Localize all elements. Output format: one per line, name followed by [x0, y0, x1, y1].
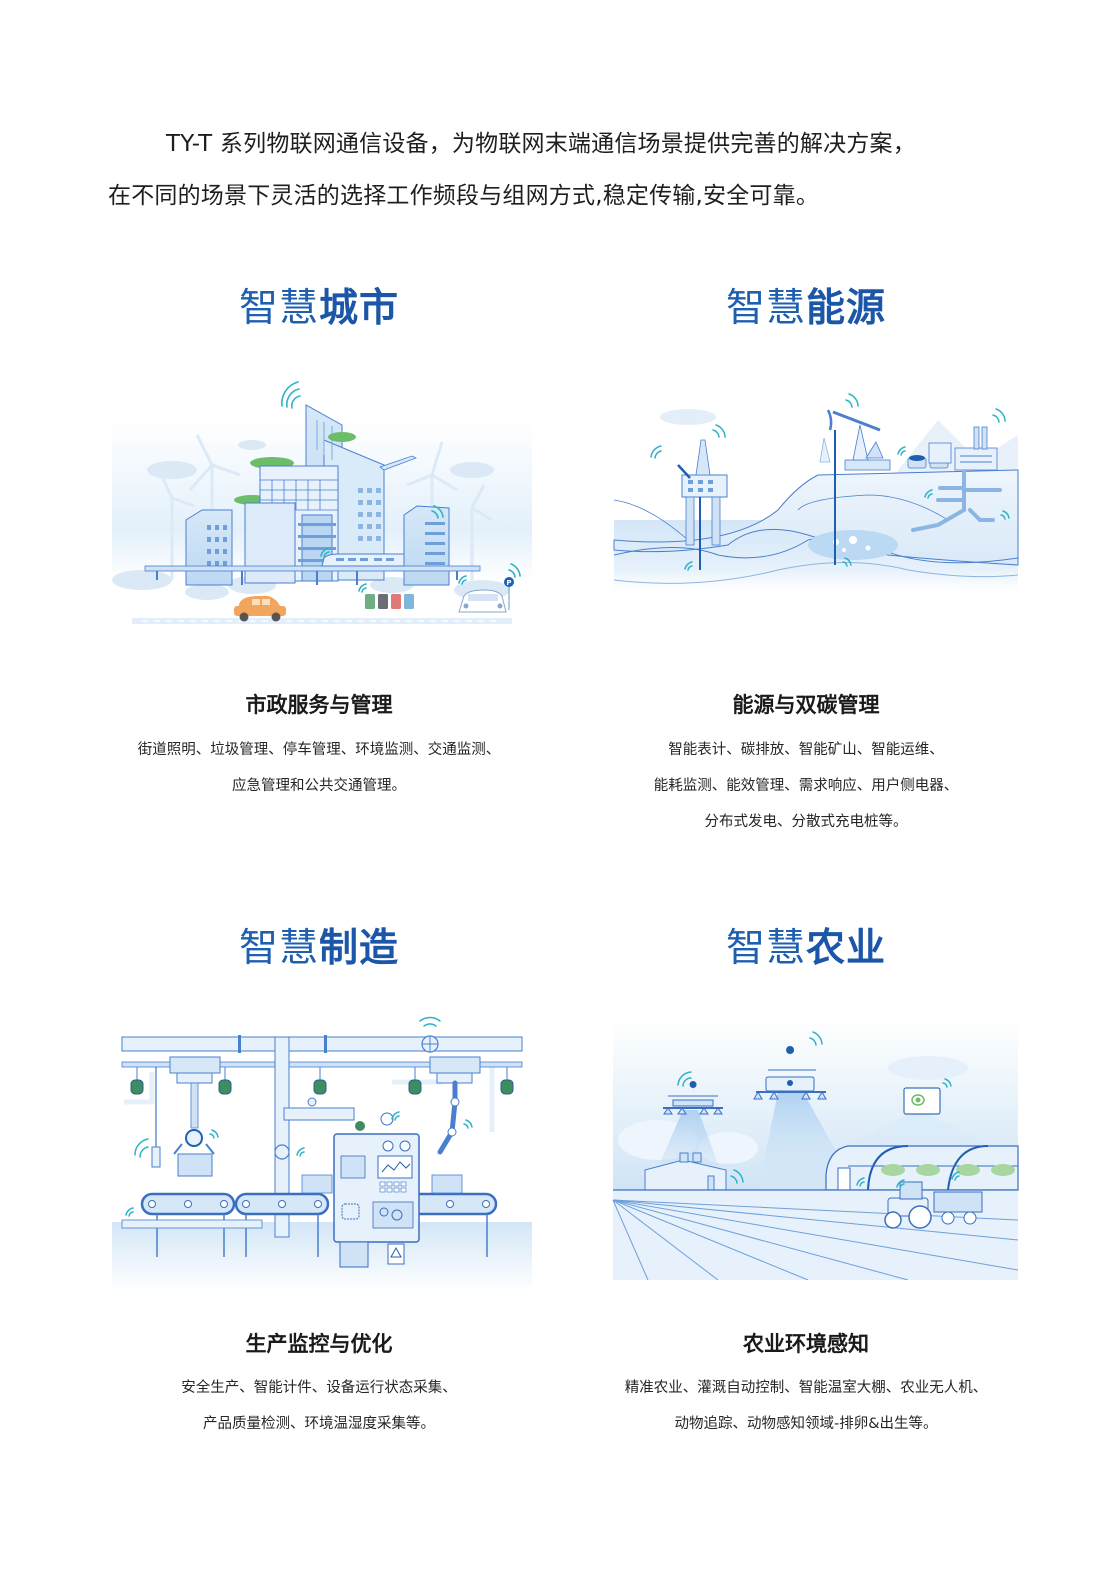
- section-title: 智慧城市: [104, 284, 534, 334]
- trash-bin-icons: [365, 594, 414, 609]
- description-line: 精准农业、灌溉自动控制、智能温室大棚、农业无人机、: [624, 1380, 988, 1396]
- mine-tunnel: [911, 470, 1002, 532]
- title-prefix: 智慧: [238, 286, 319, 331]
- section-subtitle: 农业环境感知: [743, 1332, 869, 1356]
- title-prefix: 智慧: [725, 286, 806, 331]
- description-line: 应急管理和公共交通管理。: [232, 778, 406, 794]
- section-subtitle: 市政服务与管理: [245, 693, 393, 717]
- drone-icon: [663, 1095, 723, 1115]
- parking-sign-icon: [504, 577, 514, 587]
- tablet-display-icon: [903, 1087, 941, 1115]
- wireless-signal-icon: [677, 1031, 960, 1189]
- conveyor-belt: [140, 1174, 498, 1257]
- intro-line-1: TY-T 系列物联网通信设备，为物联网末端通信场景提供完善的解决方案，: [166, 131, 916, 157]
- location-pin-icon: [689, 1081, 697, 1094]
- description-line: 安全生产、智能计件、设备运行状态采集、: [181, 1380, 457, 1396]
- intro-line-2: 在不同的场景下灵活的选择工作频段与组网方式,稳定传输,安全可靠。: [108, 183, 820, 209]
- description-line: 能耗监测、能效管理、需求响应、用户侧电器、: [653, 778, 959, 794]
- title-prefix: 智慧: [725, 926, 806, 971]
- oil-rig-icon: [677, 439, 728, 570]
- control-machine: [333, 1112, 420, 1268]
- title-suffix: 能源: [806, 286, 887, 331]
- section-title: 智慧农业: [591, 924, 1021, 974]
- description-line: 动物追踪、动物感知领域-排卵&出生等。: [674, 1416, 938, 1432]
- title-prefix: 智慧: [238, 926, 319, 971]
- description-line: 分布式发电、分散式充电桩等。: [704, 814, 908, 830]
- section-description: 智能表计、碳排放、智能矿山、智能运维、 能耗监测、能效管理、需求响应、用户侧电器…: [591, 732, 1021, 840]
- title-suffix: 城市: [319, 286, 400, 331]
- section-title: 智慧能源: [591, 284, 1021, 334]
- description-line: 街道照明、垃圾管理、停车管理、环境监测、交通监测、: [137, 742, 501, 758]
- section-description: 街道照明、垃圾管理、停车管理、环境监测、交通监测、 应急管理和公共交通管理。: [104, 732, 534, 804]
- smart-energy-illustration: [613, 393, 1019, 590]
- location-pin-icon: [786, 1046, 795, 1060]
- industrial-lamp-icon: [130, 1067, 514, 1095]
- wireless-signal-icon: [125, 1016, 473, 1217]
- description-line: 智能表计、碳排放、智能矿山、智能运维、: [668, 742, 944, 758]
- wireless-signal-icon: [281, 381, 521, 593]
- greenhouse: [825, 1145, 1019, 1191]
- title-suffix: 农业: [806, 926, 887, 971]
- car-icon: [234, 596, 286, 622]
- smart-agriculture-illustration: [612, 1020, 1019, 1280]
- intro-paragraph: TY-T 系列物联网通信设备，为物联网末端通信场景提供完善的解决方案， 在不同的…: [108, 118, 1038, 222]
- tractor-icon: [884, 1181, 983, 1229]
- smart-manufacturing-illustration: [112, 1016, 532, 1292]
- section-description: 安全生产、智能计件、设备运行状态采集、 产品质量检测、环境温湿度采集等。: [104, 1370, 534, 1442]
- section-title: 智慧制造: [104, 924, 534, 974]
- pumpjack-icon: [819, 409, 891, 565]
- title-suffix: 制造: [319, 926, 400, 971]
- factory-icon: [907, 426, 998, 471]
- section-subtitle: 能源与双碳管理: [732, 693, 880, 717]
- car-icon: [458, 589, 507, 613]
- wireless-signal-icon: [650, 393, 1010, 571]
- description-line: 产品质量检测、环境温湿度采集等。: [203, 1416, 435, 1432]
- drone-icon: [753, 1069, 827, 1100]
- parking-sign-label: P: [506, 579, 511, 587]
- smart-city-illustration: P: [112, 381, 532, 624]
- section-description: 精准农业、灌溉自动控制、智能温室大棚、农业无人机、 动物追踪、动物感知领域-排卵…: [591, 1370, 1021, 1442]
- section-subtitle: 生产监控与优化: [245, 1332, 393, 1356]
